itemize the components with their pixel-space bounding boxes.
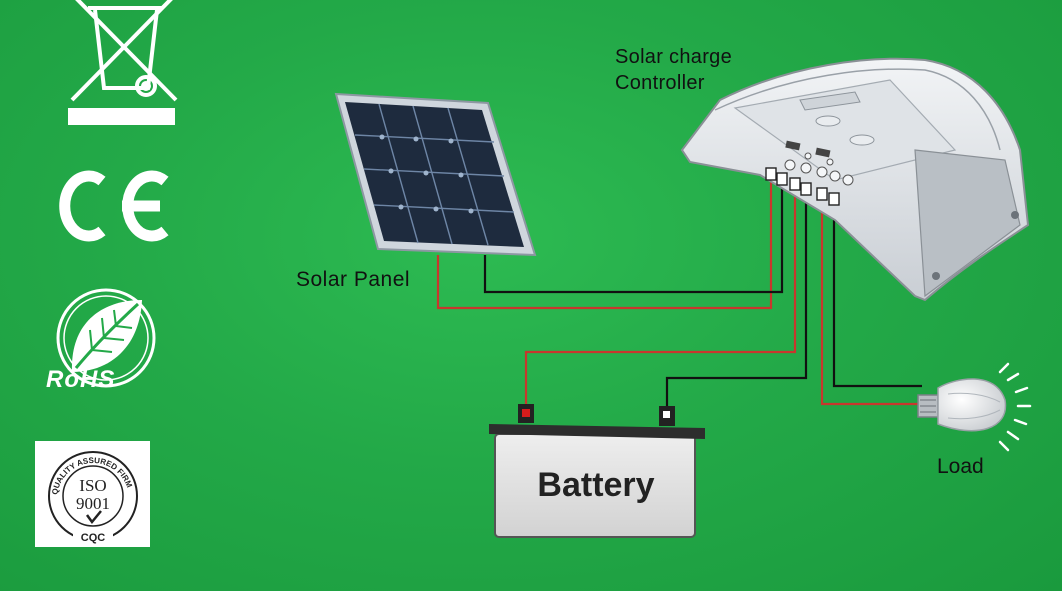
iso-line2: 9001 <box>76 494 110 513</box>
controller-label: Solar charge Controller <box>615 44 775 96</box>
rohs-leaf-icon <box>56 288 156 388</box>
solar-panel-graphic <box>334 92 537 257</box>
panel-negative-wire <box>483 183 784 294</box>
panel-positive-wire <box>436 178 773 310</box>
load-positive-wire <box>820 198 922 406</box>
iso-seal-icon: QUALITY ASSURED FIRM ISO 9001 CQC <box>48 451 138 544</box>
battery-negative-wire <box>665 192 808 406</box>
light-bulb-icon <box>917 362 1032 452</box>
load-negative-wire <box>832 203 922 388</box>
controller-label-line2: Controller <box>615 72 705 94</box>
battery-graphic <box>489 404 705 538</box>
weee-bin-icon <box>70 0 178 102</box>
iso-line1: ISO <box>79 476 106 495</box>
controller-label-line1: Solar charge <box>615 46 732 68</box>
iso-9001-badge: QUALITY ASSURED FIRM ISO 9001 CQC <box>35 441 150 547</box>
ce-mark-icon <box>59 170 169 242</box>
rohs-label: RoHS <box>46 366 116 393</box>
battery-positive-wire <box>524 188 797 406</box>
weee-bar <box>68 108 175 125</box>
iso-cqc-text: CQC <box>81 532 106 544</box>
solar-panel-label: Solar Panel <box>296 268 411 291</box>
load-label: Load <box>937 455 984 478</box>
battery-label: Battery <box>537 466 655 504</box>
light-rays <box>998 362 1032 452</box>
wiring <box>436 178 922 406</box>
charge-controller-graphic <box>680 57 1030 302</box>
